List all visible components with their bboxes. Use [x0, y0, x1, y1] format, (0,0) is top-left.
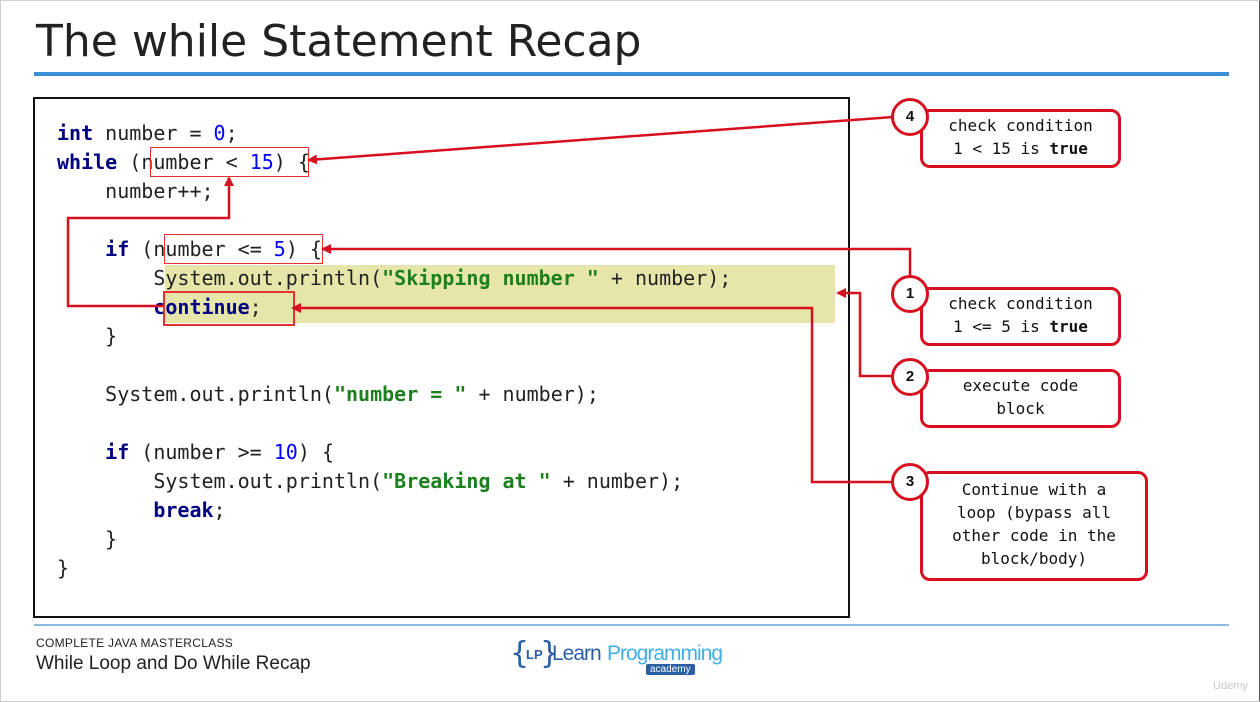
- code-line-3: number++;: [57, 179, 214, 203]
- callout-3-line4: block/body): [981, 549, 1087, 568]
- callout-3-line2: loop (bypass all: [956, 503, 1112, 522]
- callout-step-2: execute code block: [920, 369, 1121, 428]
- course-name: COMPLETE JAVA MASTERCLASS: [36, 636, 234, 650]
- callout-4-line2: 1 < 15 is true: [953, 139, 1088, 158]
- code-line-5: System.out.println("Skipping number " + …: [153, 266, 732, 290]
- arrow-step-4: [307, 115, 894, 165]
- arrow-loop-back: [66, 176, 234, 308]
- footer-rule: [34, 624, 1229, 626]
- callout-step-3: Continue with a loop (bypass all other c…: [920, 471, 1148, 581]
- udemy-watermark: Udemy: [1213, 680, 1248, 692]
- arrow-step-3: [291, 303, 893, 484]
- arrow-step-2: [836, 288, 893, 378]
- callout-step-1: check condition 1 <= 5 is true: [920, 287, 1121, 346]
- lesson-name: While Loop and Do While Recap: [36, 653, 311, 674]
- code-line-9: if (number >= 10) {: [105, 440, 334, 464]
- code-line-10: System.out.println("Breaking at " + numb…: [153, 469, 684, 493]
- callout-1-line2: 1 <= 5 is true: [953, 317, 1088, 336]
- callout-2-line1: execute code: [962, 376, 1079, 395]
- code-panel: int number = 0; while (number < 15) { nu…: [33, 97, 850, 618]
- callout-2-line2: block: [996, 399, 1045, 418]
- arrow-step-1: [321, 244, 912, 295]
- slide-title: The while Statement Recap: [36, 16, 642, 67]
- code-line-2: while (number < 15) {: [57, 150, 310, 174]
- step-badge-1: 1: [891, 275, 929, 313]
- code-listing: int number = 0; while (number < 15) { nu…: [57, 119, 731, 580]
- callout-1-line1: check condition: [948, 294, 1093, 313]
- code-line-8: System.out.println("number = " + number)…: [105, 382, 599, 406]
- learnprogramming-logo: { LP } Learn Programming academy: [510, 636, 723, 675]
- step-badge-2: 2: [891, 358, 929, 396]
- title-underline: [34, 72, 1229, 76]
- code-line-12: }: [57, 527, 118, 551]
- code-line-6: continue;: [153, 295, 262, 319]
- code-line-11: break;: [153, 498, 226, 522]
- highlighted-code-block: [165, 265, 835, 323]
- step-badge-4: 4: [891, 98, 929, 136]
- code-line-7: }: [57, 324, 118, 348]
- code-line-4: if (number <= 5) {: [105, 237, 322, 261]
- code-line-13: }: [57, 556, 70, 580]
- callout-3-line3: other code in the: [952, 526, 1116, 545]
- callout-3-line1: Continue with a: [961, 480, 1107, 499]
- callout-4-line1: check condition: [948, 116, 1093, 135]
- step-badge-3: 3: [891, 463, 929, 501]
- code-line-1: int number = 0;: [57, 121, 238, 145]
- callout-step-4: check condition 1 < 15 is true: [920, 109, 1121, 168]
